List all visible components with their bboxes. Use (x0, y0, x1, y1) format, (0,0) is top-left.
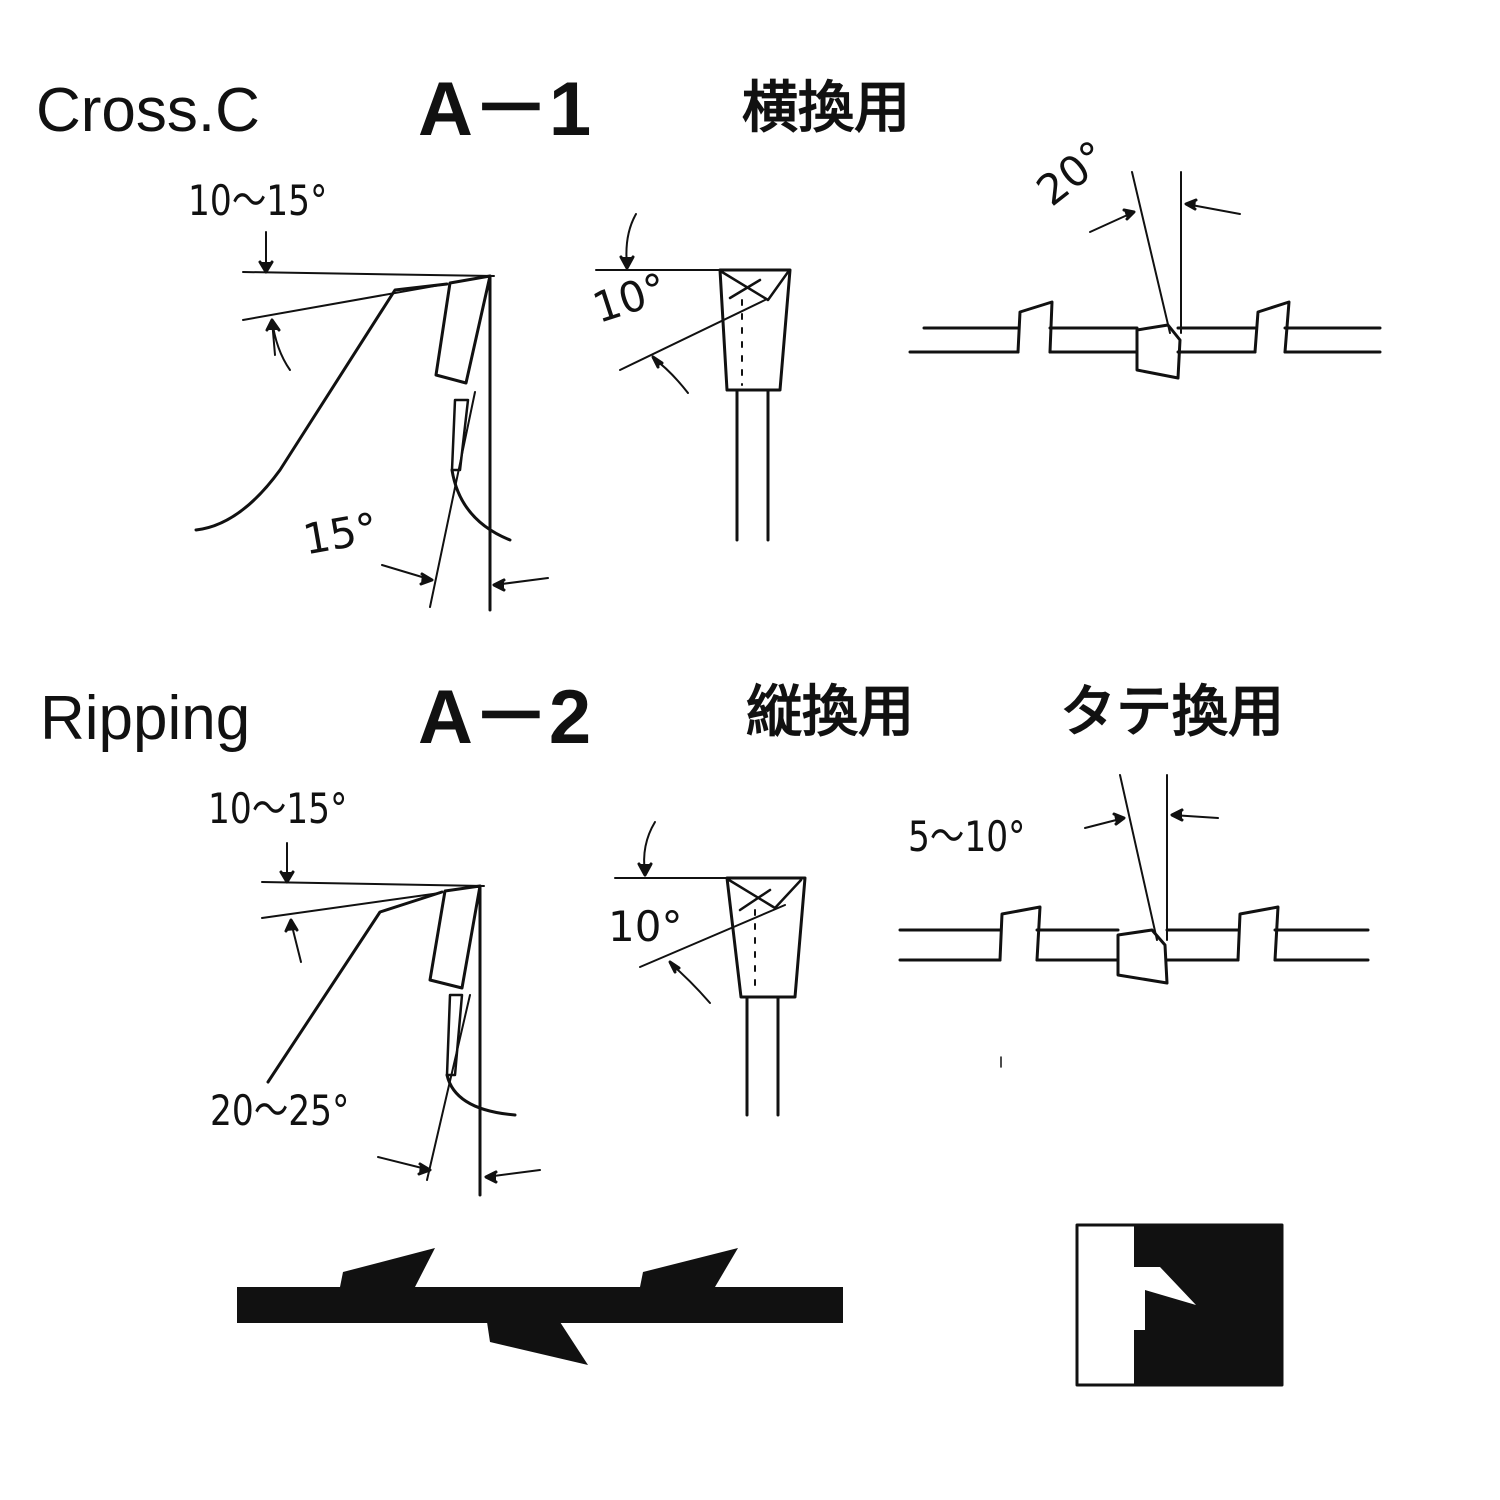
a2-english-label: Ripping (40, 684, 251, 753)
tooth-grind-symbol (1075, 1223, 1284, 1387)
a1-angle-clearance: 15° (299, 503, 382, 565)
a2-angle-clearance: 20～25° (210, 1086, 350, 1135)
a2-tooth-front-view (614, 821, 807, 1117)
a2-teeth-top-view (898, 774, 1370, 1068)
a2-tooth-profile (261, 842, 541, 1197)
a2-japanese-alt-label: タテ換用 (1060, 680, 1284, 743)
a1-code-label: A－1 (418, 67, 592, 152)
a2-angle-top-bevel: 10° (608, 902, 683, 951)
saw-teeth-silhouette (237, 1248, 843, 1365)
a1-angle-hook-top: 10～15° (188, 176, 328, 225)
a1-tooth-front-view (595, 213, 792, 542)
a1-japanese-label: 横換用 (742, 76, 910, 139)
a2-angle-hook-top: 10～15° (208, 784, 348, 833)
a2-code-label: A－2 (418, 675, 592, 760)
a1-tooth-profile (194, 231, 549, 612)
a1-english-label: Cross.C (36, 76, 260, 145)
a1-teeth-top-view (908, 171, 1382, 380)
a2-angle-side-bevel: 5～10° (908, 812, 1026, 861)
a2-japanese-label: 縦換用 (746, 680, 914, 743)
